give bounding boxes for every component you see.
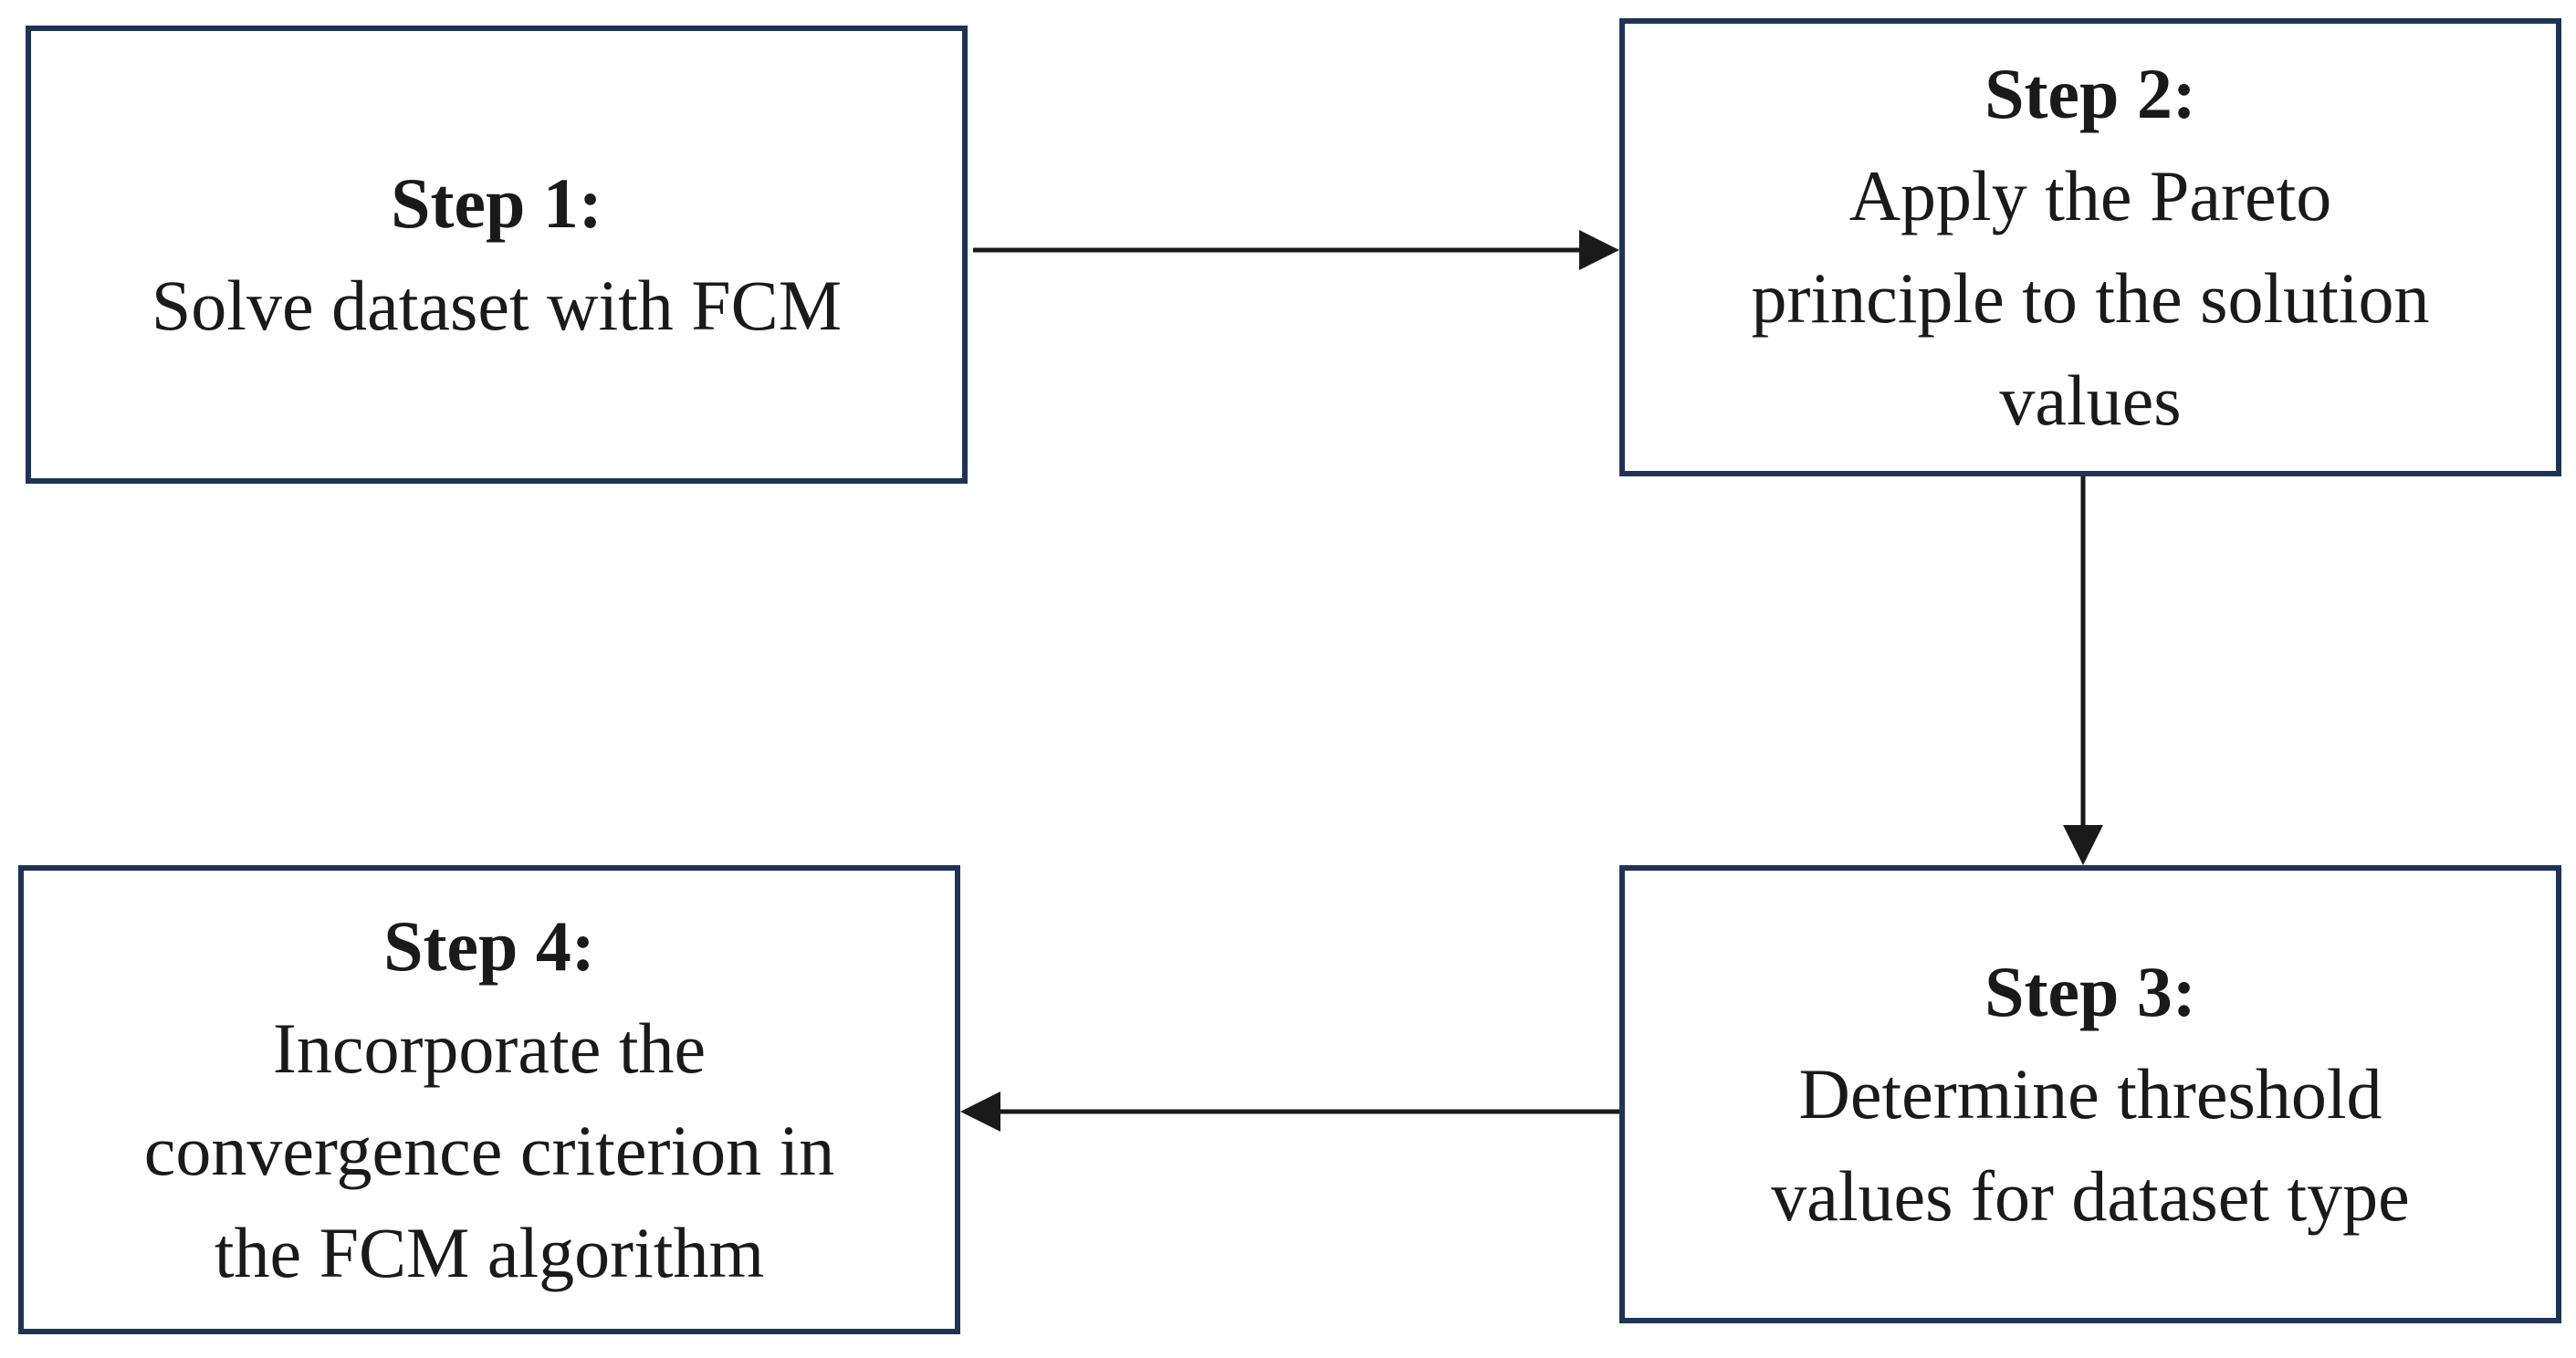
step-3-title: Step 3:	[1984, 952, 2196, 1031]
step-4-box: Step 4: Incorporate the convergence crit…	[18, 865, 960, 1334]
arrow-step1-to-step2	[973, 230, 1619, 270]
step-4-text: Incorporate the convergence criterion in…	[143, 1008, 835, 1292]
step-1-text: Solve dataset with FCM	[151, 266, 843, 345]
arrow-step3-to-step4	[960, 1092, 1619, 1132]
arrow-step2-to-step3	[2063, 476, 2103, 865]
step-2-title: Step 2:	[1984, 54, 2196, 133]
step-2-text: Apply the Pareto principle to the soluti…	[1751, 156, 2430, 440]
step-1-title: Step 1:	[391, 163, 602, 243]
step-3-text: Determine threshold values for dataset t…	[1771, 1054, 2410, 1236]
step-1-box: Step 1: Solve dataset with FCM	[26, 26, 968, 484]
step-3-box: Step 3: Determine threshold values for d…	[1619, 865, 2561, 1323]
step-2-box: Step 2: Apply the Pareto principle to th…	[1619, 18, 2561, 476]
step-4-title: Step 4:	[383, 906, 595, 986]
